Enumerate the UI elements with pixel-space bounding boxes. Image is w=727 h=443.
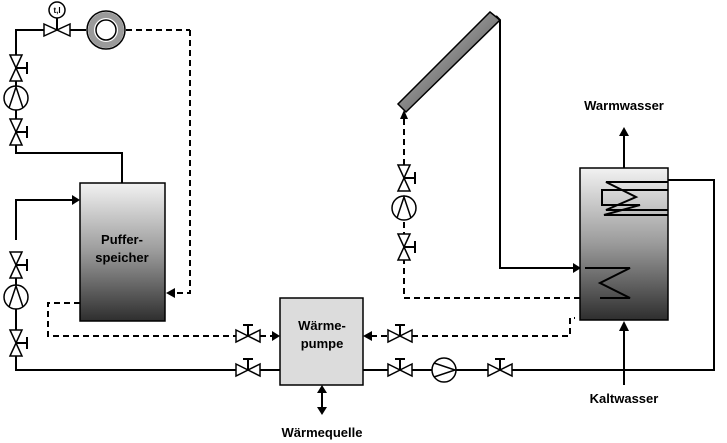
right-lower-circuit — [363, 179, 715, 371]
pump-icon — [391, 194, 417, 221]
left-top-circuit — [15, 29, 191, 298]
pufferspeicher-label-line2: speicher — [95, 250, 148, 265]
waermequelle-label: Wärmequelle — [282, 425, 363, 440]
pump-icon — [3, 84, 29, 111]
warmwasser-arrow-icon — [619, 127, 629, 168]
waermequelle-arrow-icon — [317, 385, 327, 415]
gauge-icon: t,I — [48, 1, 66, 30]
left-lower-circuit — [15, 195, 236, 371]
valve-icon — [235, 324, 261, 344]
kaltwasser-label: Kaltwasser — [590, 391, 659, 406]
valve-icon — [8, 251, 28, 279]
valve-icon — [8, 54, 28, 82]
heat-exchanger-ring-icon — [86, 10, 126, 50]
gauge-label: t,I — [53, 6, 60, 15]
pufferspeicher-label-line1: Puffer- — [101, 232, 143, 247]
solar-circuit — [400, 110, 600, 299]
warmwasser-label: Warmwasser — [584, 98, 664, 113]
valve-icon — [8, 118, 28, 146]
waermepumpe-label-line2: pumpe — [301, 336, 344, 351]
valve-icon — [387, 324, 413, 344]
waermepumpe-label-line1: Wärme- — [298, 318, 346, 333]
pump-icon — [431, 357, 458, 383]
pump-icon — [3, 283, 29, 310]
valve-icon — [396, 233, 416, 261]
warmwater-tank — [579, 167, 669, 321]
kaltwasser-arrow-icon — [619, 321, 629, 385]
valve-icon — [487, 358, 513, 378]
valve-icon — [8, 329, 28, 357]
valve-icon — [396, 164, 416, 192]
valve-icon — [43, 22, 71, 38]
pufferspeicher-tank: Puffer- speicher — [79, 182, 166, 322]
valve-icon — [387, 358, 413, 378]
valve-icon — [235, 358, 261, 378]
waermepumpe-box: Wärme- pumpe — [279, 297, 364, 386]
solar-collector-icon — [396, 10, 581, 273]
